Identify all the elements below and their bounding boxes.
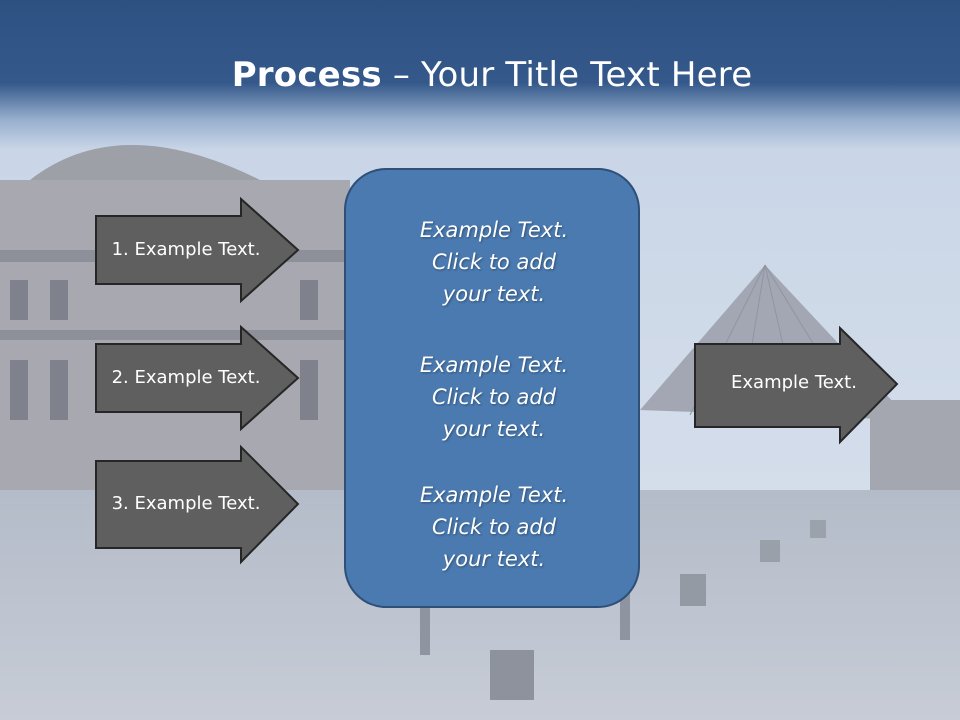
paragraph-3-line-3: your text. bbox=[442, 547, 546, 571]
title-rest: – Your Title Text Here bbox=[381, 55, 753, 95]
center-paragraph-2: Example Text. Click to add your text. bbox=[346, 349, 642, 445]
left-arrow-3-shape bbox=[95, 444, 300, 565]
right-arrow[interactable]: Example Text. bbox=[694, 325, 899, 445]
left-arrow-2[interactable]: 2. Example Text. bbox=[95, 324, 300, 432]
paragraph-3-line-2: Click to add bbox=[431, 515, 556, 539]
paragraph-1-line-3: your text. bbox=[442, 282, 546, 306]
title-bold: Process bbox=[231, 55, 382, 95]
center-text-box[interactable]: Example Text. Click to add your text. Ex… bbox=[344, 168, 640, 608]
paragraph-3-line-1: Example Text. bbox=[419, 483, 569, 507]
header-band bbox=[0, 0, 960, 150]
left-arrow-3-label: 3. Example Text. bbox=[111, 493, 261, 514]
left-arrow-3[interactable]: 3. Example Text. bbox=[95, 444, 300, 565]
left-arrow-1[interactable]: 1. Example Text. bbox=[95, 196, 300, 304]
paragraph-2-line-3: your text. bbox=[442, 417, 546, 441]
left-arrow-1-shape bbox=[95, 196, 300, 304]
right-arrow-shape bbox=[694, 325, 899, 445]
center-paragraph-3: Example Text. Click to add your text. bbox=[346, 479, 642, 575]
left-arrow-2-shape bbox=[95, 324, 300, 432]
paragraph-2-line-1: Example Text. bbox=[419, 353, 569, 377]
left-arrow-1-label: 1. Example Text. bbox=[111, 239, 261, 260]
right-arrow-label: Example Text. bbox=[731, 372, 857, 393]
center-paragraph-1: Example Text. Click to add your text. bbox=[346, 214, 642, 310]
slide-title: Process – Your Title Text Here bbox=[0, 50, 960, 100]
paragraph-1-line-2: Click to add bbox=[431, 250, 556, 274]
paragraph-1-line-1: Example Text. bbox=[419, 218, 569, 242]
paragraph-2-line-2: Click to add bbox=[431, 385, 556, 409]
left-arrow-2-label: 2. Example Text. bbox=[111, 367, 261, 388]
